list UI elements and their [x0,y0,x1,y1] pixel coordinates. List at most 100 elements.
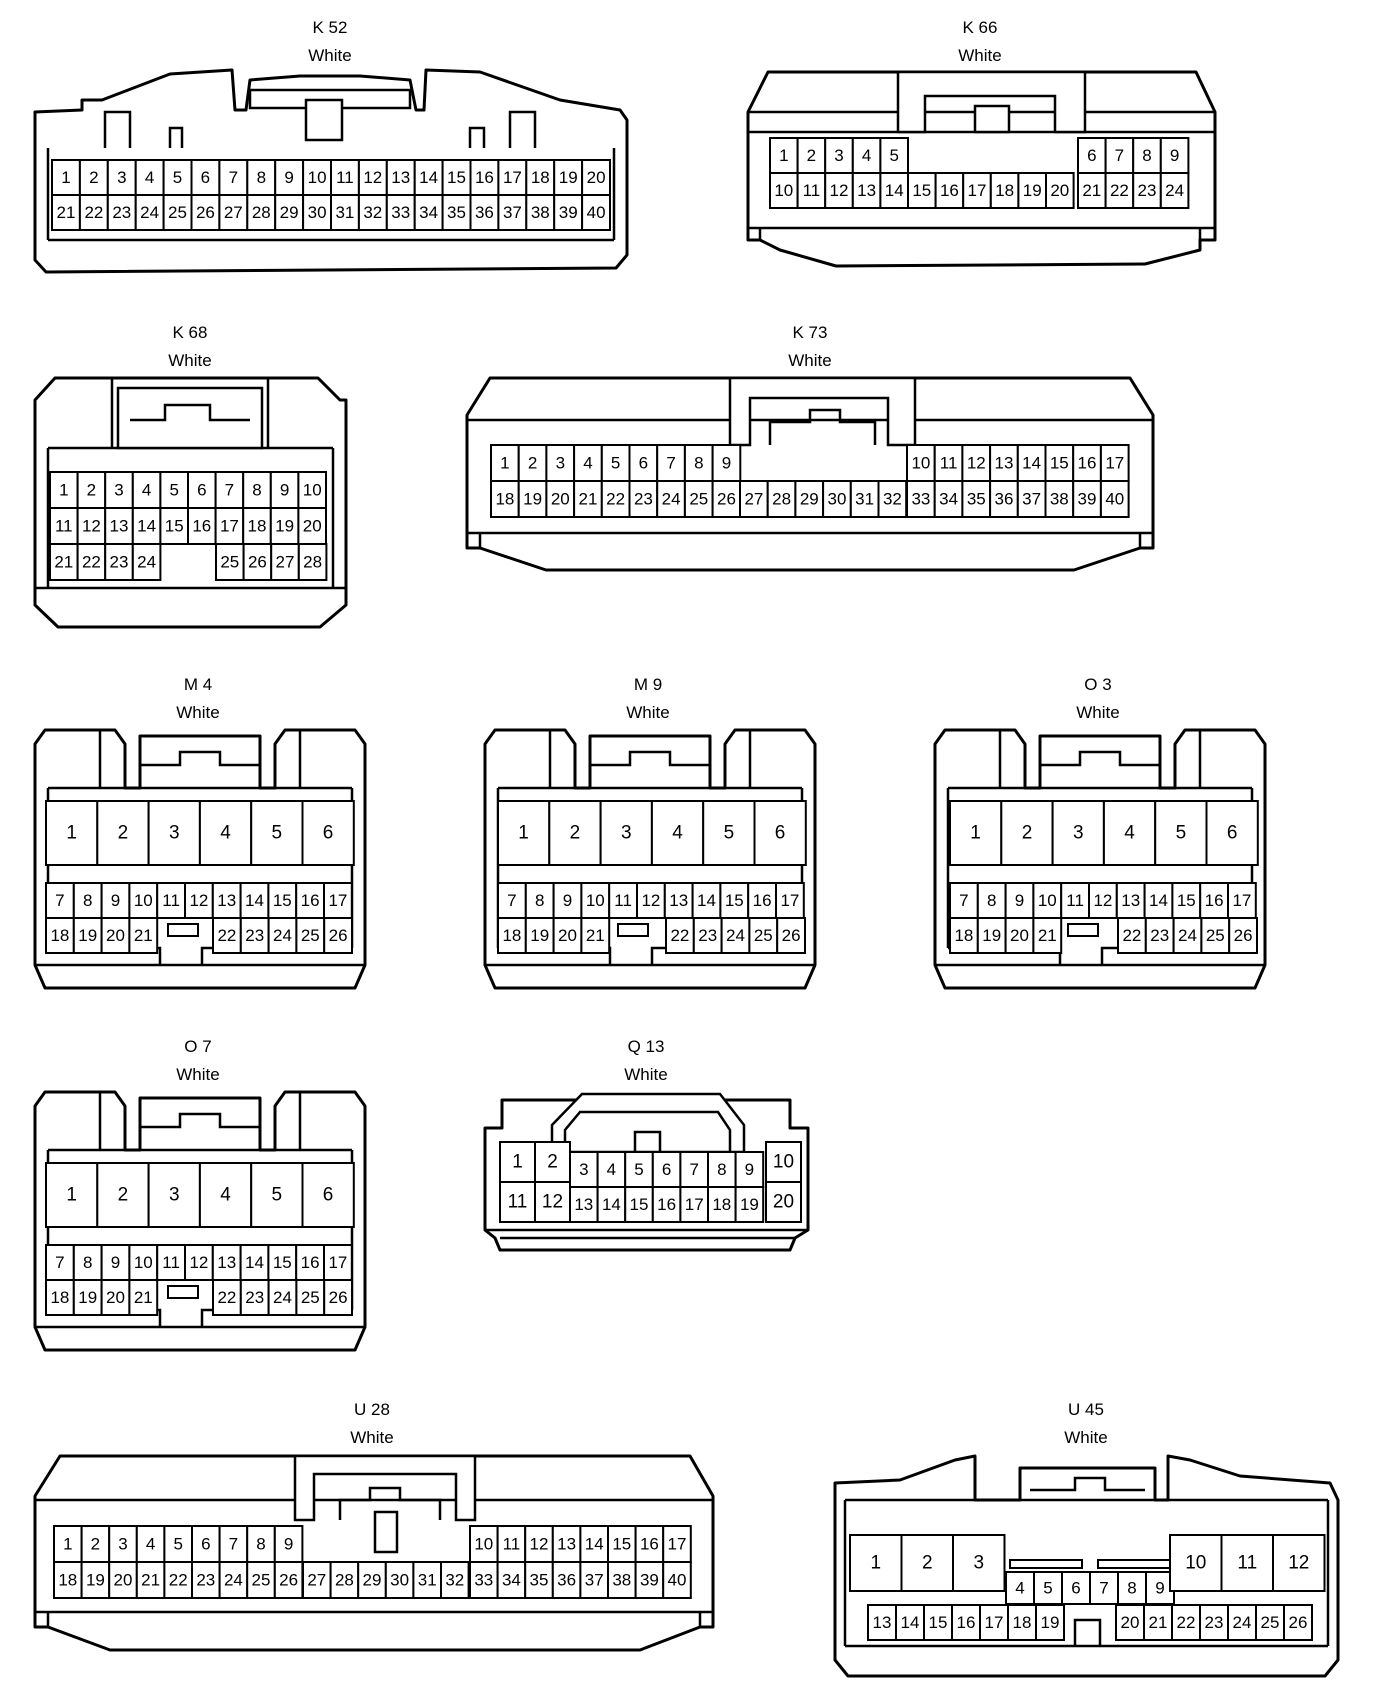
pin-number: 2 [118,1185,129,1206]
pin-number: 16 [657,1195,676,1214]
pin-number: 17 [1232,891,1251,910]
pin-number: 10 [1038,891,1057,910]
pin-number: 21 [586,926,605,945]
pin-number: 8 [257,168,266,187]
pin-number: 39 [559,203,578,222]
pin-cavity [651,1186,682,1223]
pin-number: 18 [58,1571,77,1590]
pin-number: 21 [54,553,73,572]
pin-number: 6 [323,1185,334,1206]
pin-cavity [900,1534,954,1592]
pin-cavity [1144,917,1175,954]
pin-number: 8 [83,891,92,910]
pin-number: 11 [508,1192,528,1213]
pin-number: 35 [530,1571,549,1590]
pin-number: 6 [323,823,334,844]
pin-cavity [211,882,242,919]
pin-cavity [198,1162,253,1228]
pin-cavity [734,1186,765,1223]
pin-number: 29 [800,490,819,509]
pin-cavity [163,1561,193,1599]
pin-cavity [1102,800,1157,866]
pin-number: 1 [779,146,788,165]
pin-number: 36 [995,490,1014,509]
pin-number: 23 [245,926,264,945]
connector-u45-color: White [1064,1428,1107,1447]
pin-number: 34 [939,490,958,509]
pin-number: 25 [220,553,239,572]
pin-number: 10 [911,454,930,473]
pin-cavity [250,1162,304,1228]
connector-q13-color: White [624,1065,667,1084]
pin-number: 13 [873,1613,892,1632]
pin-number: 40 [1105,490,1124,509]
pin-number: 2 [1022,823,1033,844]
pin-number: 14 [602,1195,621,1214]
pin-cavity [662,1561,692,1599]
pin-number: 37 [585,1571,604,1590]
pin-cavity [1169,1534,1223,1592]
pin-number: 38 [531,203,550,222]
pin-number: 39 [1078,490,1097,509]
pin-cavity [239,917,270,954]
pin-cavity [906,444,936,482]
pin-number: 22 [82,553,101,572]
pin-cavity [385,159,416,196]
pin-number: 13 [1121,891,1140,910]
pin-cavity [933,480,964,518]
pin-cavity [72,917,103,954]
pin-cavity [301,1162,355,1228]
pin-number: 20 [106,926,125,945]
pin-cavity [187,507,217,545]
pin-number: 12 [1288,1553,1309,1574]
pin-number: 10 [474,1535,493,1554]
pin-number: 4 [142,481,151,500]
pin-cavity [1132,172,1162,209]
pin-number: 5 [1043,1579,1052,1598]
pin-cavity [49,471,79,509]
pin-number: 23 [1205,1613,1224,1632]
pin-cavity [190,159,221,196]
pin-cavity [636,882,666,919]
pin-number: 14 [245,891,264,910]
pin-number: 37 [1022,490,1041,509]
pin-number: 8 [535,891,544,910]
pin-number: 20 [1121,1613,1140,1632]
pin-number: 3 [1073,823,1084,844]
pin-number: 21 [57,203,76,222]
pin-number: 7 [55,1253,64,1272]
pin-number: 18 [495,490,514,509]
pin-number: 33 [474,1571,493,1590]
pin-number: 24 [224,1571,243,1590]
pin-number: 4 [607,1160,616,1179]
pin-number: 11 [940,454,958,473]
pin-cavity [323,882,353,919]
pin-number: 31 [855,490,874,509]
pin-number: 19 [559,168,578,187]
pin-cavity [128,917,159,954]
pin-number: 3 [169,1185,180,1206]
pin-cavity [1159,172,1190,209]
pin-number: 21 [1082,181,1101,200]
pin-cavity [524,882,555,919]
pin-cavity [490,480,520,518]
pin-cavity [212,917,242,954]
pin-number: 26 [196,203,215,222]
pin-cavity [441,194,472,231]
pin-number: 2 [91,1535,100,1554]
pin-number: 11 [1237,1553,1257,1574]
pin-cavity [895,1604,925,1641]
pin-cavity [297,543,328,581]
pin-number: 3 [974,1553,985,1574]
pin-number: 37 [503,203,522,222]
